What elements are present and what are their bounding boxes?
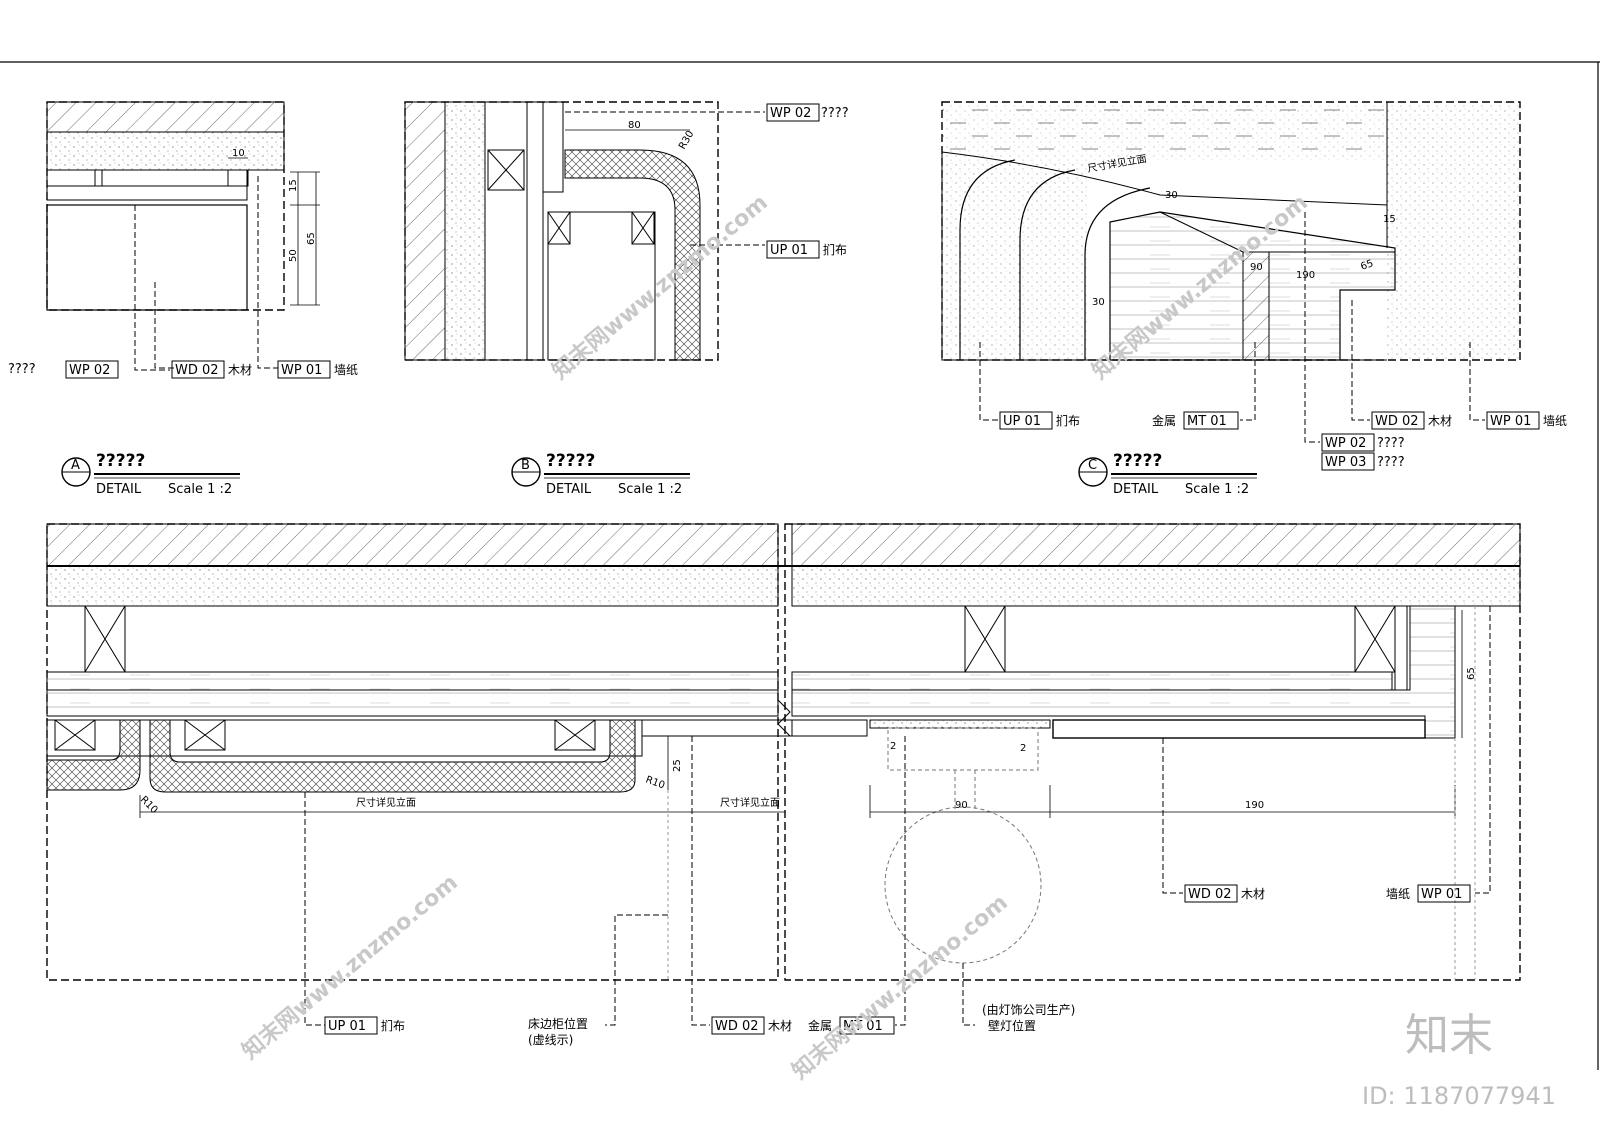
detail-b-title: ????? xyxy=(546,451,595,471)
plan-dim-2a: 2 xyxy=(890,741,896,752)
detail-c-drawing xyxy=(941,101,1521,443)
detail-a-title-block xyxy=(61,457,240,487)
detail-a-wp02: WP 02 xyxy=(69,363,110,378)
detail-b-wp02-text: ???? xyxy=(821,106,849,121)
detail-b-up01: UP 01 xyxy=(770,243,808,258)
detail-c-wd02: WD 02 xyxy=(1375,414,1419,429)
detail-b-title-block xyxy=(511,457,690,487)
detail-b-up01-tag xyxy=(766,240,820,259)
detail-c-wp02-text: ???? xyxy=(1377,436,1405,451)
plan-dim-2b: 2 xyxy=(1020,743,1026,754)
detail-c-wp01-text: 墙纸 xyxy=(1543,414,1567,428)
plan-dim-note1: 尺寸详见立面 xyxy=(356,796,416,809)
detail-a-wp01-text: 墙纸 xyxy=(334,363,358,377)
detail-c-label: DETAIL xyxy=(1113,482,1159,497)
plan-dim-note2: 尺寸详见立面 xyxy=(720,796,780,809)
detail-c-mt01-tag xyxy=(1183,411,1239,430)
detail-c-title: ????? xyxy=(1113,451,1162,471)
detail-c-dim-65: 65 xyxy=(1359,258,1375,273)
detail-a-wd02: WD 02 xyxy=(175,363,219,378)
detail-c-dim-30a: 30 xyxy=(1165,190,1178,201)
detail-a-dim-15: 15 xyxy=(288,179,299,192)
plan-mt-text: 金属 xyxy=(808,1018,832,1033)
detail-b-dim-r30: R30 xyxy=(677,129,696,152)
plan-up01-text: 扪布 xyxy=(381,1018,405,1033)
detail-b-scale: Scale 1 :2 xyxy=(618,482,682,497)
detail-c-marker: C xyxy=(1088,458,1097,473)
plan-section-drawing xyxy=(46,523,1521,1026)
detail-a-wd02-tag xyxy=(171,360,225,379)
detail-b-wp02: WP 02 xyxy=(770,106,811,121)
detail-a-wd02-text: 木材 xyxy=(228,363,252,377)
plan-mt01: MT 01 xyxy=(843,1019,883,1034)
detail-b-wp02-tag xyxy=(766,103,820,122)
plan-dim-r10a: R10 xyxy=(138,794,160,816)
detail-b-label: DETAIL xyxy=(546,482,592,497)
plan-bedside-1: 床边柜位置 xyxy=(528,1016,588,1031)
watermark-id: ID: 1187077941 xyxy=(1362,1082,1556,1110)
detail-a-label: DETAIL xyxy=(96,482,142,497)
plan-up01-tag xyxy=(324,1016,378,1035)
plan-dim-190: 190 xyxy=(1245,800,1264,811)
plan-dim-r10b: R10 xyxy=(644,774,666,791)
detail-a-left-text: ???? xyxy=(8,362,36,377)
plan-wp-text: 墙纸 xyxy=(1386,887,1410,901)
detail-c-wd02-tag xyxy=(1371,411,1425,430)
plan-wd02-tag xyxy=(711,1016,765,1035)
plan-dim-90: 90 xyxy=(955,800,968,811)
plan-wd02b-text: 木材 xyxy=(1241,887,1265,901)
watermark-text: 知末网www.znzmo.com xyxy=(787,889,1013,1084)
detail-c-wp03-text: ???? xyxy=(1377,455,1405,470)
detail-c-scale: Scale 1 :2 xyxy=(1185,482,1249,497)
detail-a-dim-50: 50 xyxy=(288,249,299,262)
detail-a-wp01: WP 01 xyxy=(281,363,322,378)
detail-c-wp03: WP 03 xyxy=(1325,455,1366,470)
detail-a-drawing xyxy=(46,101,320,371)
detail-c-dim-90: 90 xyxy=(1250,262,1263,273)
plan-mt01-tag xyxy=(839,1016,895,1035)
plan-wd02-text: 木材 xyxy=(768,1019,792,1033)
detail-c-wp01: WP 01 xyxy=(1490,414,1531,429)
plan-wp01: WP 01 xyxy=(1421,887,1462,902)
detail-c-wp01-tag xyxy=(1486,411,1540,430)
watermark-text: 知末网www.znzmo.com xyxy=(237,869,463,1064)
detail-b-drawing xyxy=(404,101,765,361)
detail-b-up01-text: 扪布 xyxy=(823,242,847,257)
detail-c-dim-190: 190 xyxy=(1296,270,1315,281)
plan-dim-65: 65 xyxy=(1466,667,1477,680)
detail-c-dim-30b: 30 xyxy=(1092,297,1105,308)
detail-c-up01-text: 扪布 xyxy=(1056,413,1080,428)
detail-b-dim-80: 80 xyxy=(628,120,641,131)
detail-a-scale: Scale 1 :2 xyxy=(168,482,232,497)
watermark-logo: 知末 xyxy=(1405,1010,1493,1061)
detail-c-up01-tag xyxy=(999,411,1053,430)
plan-up01: UP 01 xyxy=(328,1019,366,1034)
plan-wp01-tag xyxy=(1417,884,1471,903)
detail-b-marker: B xyxy=(521,458,530,473)
detail-a-dim-10: 10 xyxy=(232,148,245,159)
plan-lamp-1: (由灯饰公司生产) xyxy=(982,1003,1075,1017)
detail-c-up01: UP 01 xyxy=(1003,414,1041,429)
detail-c-wp02-tag xyxy=(1321,433,1375,452)
detail-a-title: ????? xyxy=(96,451,145,471)
plan-wd02: WD 02 xyxy=(715,1019,759,1034)
detail-a-wp02-tag xyxy=(65,360,119,379)
plan-wd02b: WD 02 xyxy=(1188,887,1232,902)
plan-bedside-2: (虚线示) xyxy=(528,1033,573,1047)
plan-dim-25: 25 xyxy=(672,759,683,772)
detail-c-dim-15: 15 xyxy=(1383,214,1396,225)
detail-c-mt01: MT 01 xyxy=(1187,414,1227,429)
plan-wd02b-tag xyxy=(1184,884,1238,903)
detail-c-wp03-tag xyxy=(1321,452,1375,471)
detail-a-marker: A xyxy=(71,458,80,473)
detail-c-title-block xyxy=(1078,457,1257,487)
detail-a-dim-65: 65 xyxy=(306,232,317,245)
detail-c-mt-text: 金属 xyxy=(1152,413,1176,428)
plan-lamp-2: 壁灯位置 xyxy=(988,1018,1036,1033)
detail-c-wd02-text: 木材 xyxy=(1428,414,1452,428)
detail-a-wp01-tag xyxy=(277,360,331,379)
detail-c-wp02: WP 02 xyxy=(1325,436,1366,451)
